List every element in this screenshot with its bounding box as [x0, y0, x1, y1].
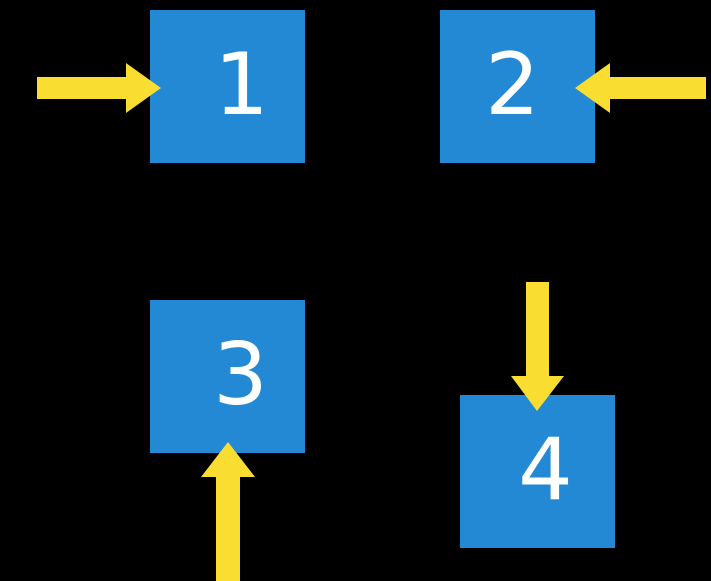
arrow-up-into-node-3-icon: [201, 442, 255, 581]
arrow-right-into-node-1-icon: [37, 63, 161, 113]
block-node-4[interactable]: 4: [460, 395, 615, 548]
block-node-1[interactable]: 1: [150, 10, 305, 163]
node-2-label: 2: [485, 34, 540, 135]
arrow-left-into-node-2-icon: [575, 63, 706, 113]
block-node-3[interactable]: 3: [150, 300, 305, 453]
block-node-2[interactable]: 2: [440, 10, 595, 163]
node-3-label: 3: [213, 324, 268, 425]
node-1-label: 1: [214, 34, 269, 135]
node-4-label: 4: [518, 419, 573, 520]
arrow-down-into-node-4-icon: [511, 282, 564, 411]
